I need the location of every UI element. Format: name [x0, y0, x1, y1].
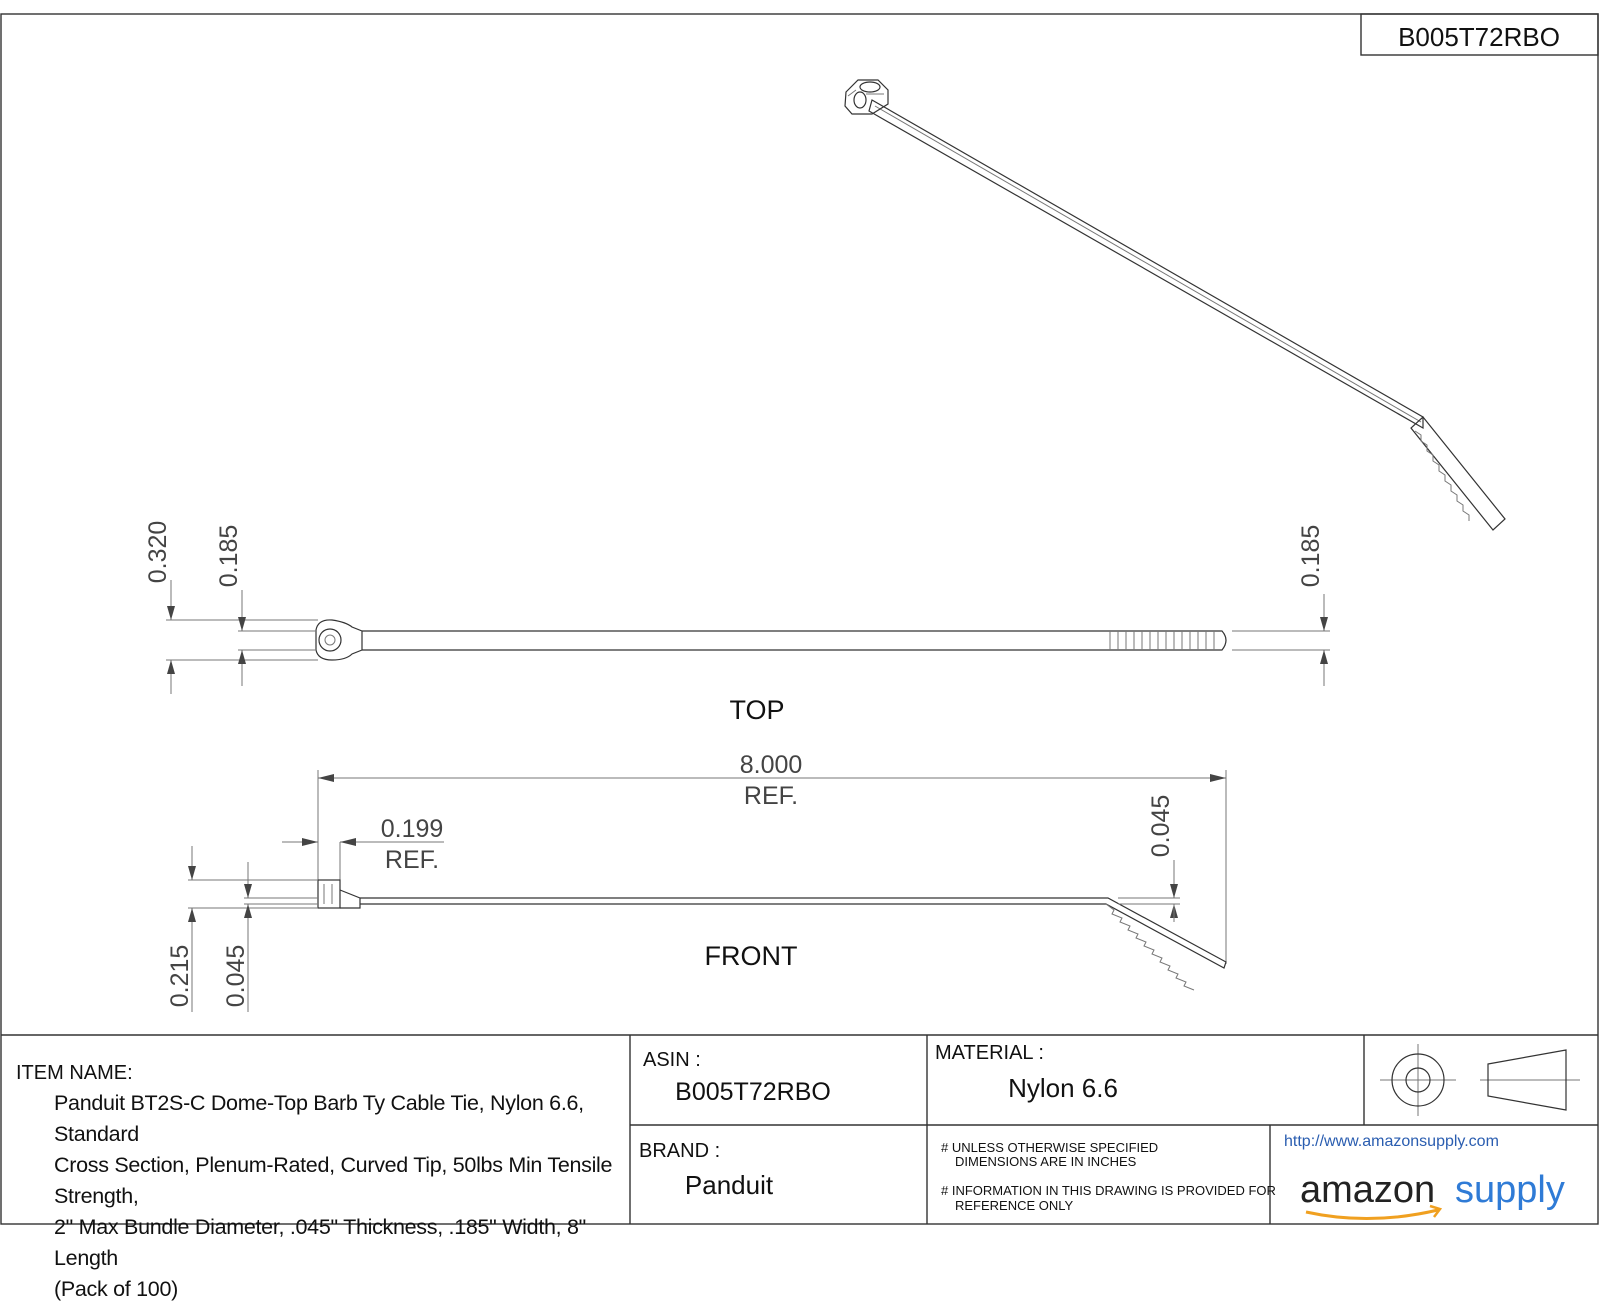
projection-symbol-icon	[1380, 1044, 1580, 1116]
material-value: Nylon 6.6	[1008, 1073, 1118, 1103]
item-name-line: Cross Section, Plenum-Rated, Curved Tip,…	[54, 1153, 613, 1208]
dim-tail-thickness: 0.045	[1147, 795, 1175, 858]
asin-value: B005T72RBO	[675, 1078, 831, 1106]
dim-front-strap-thickness: 0.045	[222, 945, 250, 1008]
top-view: 0.320 0.185 0.185 TOP	[144, 521, 1330, 725]
drawing-sheet: B005T72RBO	[0, 13, 1599, 1225]
note-reference-line-1: # INFORMATION IN THIS DRAWING IS PROVIDE…	[941, 1183, 1276, 1198]
brand-value: Panduit	[685, 1170, 774, 1200]
sheet-border	[0, 13, 1599, 1225]
dim-front-head-height: 0.215	[166, 945, 194, 1008]
iso-tie-head	[844, 79, 889, 115]
top-serrations	[1109, 631, 1215, 650]
top-view-label: TOP	[729, 695, 784, 725]
asin-header-box	[1360, 13, 1599, 56]
asin-label: ASIN :	[643, 1049, 701, 1071]
svg-text:supply: supply	[1455, 1169, 1565, 1211]
front-tie-head	[317, 879, 361, 909]
item-name-line: (Pack of 100)	[54, 1277, 178, 1301]
brand-label: BRAND :	[639, 1140, 720, 1162]
dim-top-head-width: 0.185	[215, 525, 243, 588]
item-name-label: ITEM NAME:	[16, 1062, 133, 1084]
note-units-line-2: DIMENSIONS ARE IN INCHES	[955, 1154, 1137, 1169]
iso-strap	[868, 99, 1424, 430]
item-name-line: Panduit BT2S-C Dome-Top Barb Ty Cable Ti…	[54, 1091, 584, 1146]
title-block: ITEM NAME: ASIN : B005T72RBO BRAND : Pan…	[1, 1034, 1598, 1224]
dim-length-ref: REF.	[744, 782, 798, 810]
front-view: 8.000 REF. 0.199 REF. 0.045	[166, 751, 1227, 1012]
front-teeth	[1105, 903, 1195, 991]
svg-text:amazon: amazon	[1300, 1169, 1435, 1211]
top-strap	[362, 630, 1227, 651]
dim-top-overall-height: 0.320	[144, 521, 172, 584]
amazon-supply-logo: amazon supply	[1300, 1169, 1565, 1220]
note-units-line-1: # UNLESS OTHERWISE SPECIFIED	[941, 1140, 1158, 1155]
asin-header-text: B005T72RBO	[1398, 22, 1560, 52]
front-view-label: FRONT	[705, 941, 798, 971]
item-name-description: Panduit BT2S-C Dome-Top Barb Ty Cable Ti…	[54, 1088, 624, 1305]
item-name-line: 2" Max Bundle Diameter, .045" Thickness,…	[54, 1215, 586, 1270]
dim-top-tail-width: 0.185	[1297, 525, 1325, 588]
iso-curved-tip	[1410, 416, 1506, 531]
front-strap	[360, 897, 1227, 969]
dim-head-offset-ref: REF.	[385, 846, 439, 874]
isometric-view	[844, 79, 1506, 531]
dim-length: 8.000	[740, 751, 803, 779]
dim-head-offset: 0.199	[381, 815, 444, 843]
material-label: MATERIAL :	[935, 1042, 1044, 1064]
top-tie-head	[315, 619, 363, 661]
url-link[interactable]: http://www.amazonsupply.com	[1284, 1133, 1499, 1150]
note-reference-line-2: REFERENCE ONLY	[955, 1198, 1074, 1213]
